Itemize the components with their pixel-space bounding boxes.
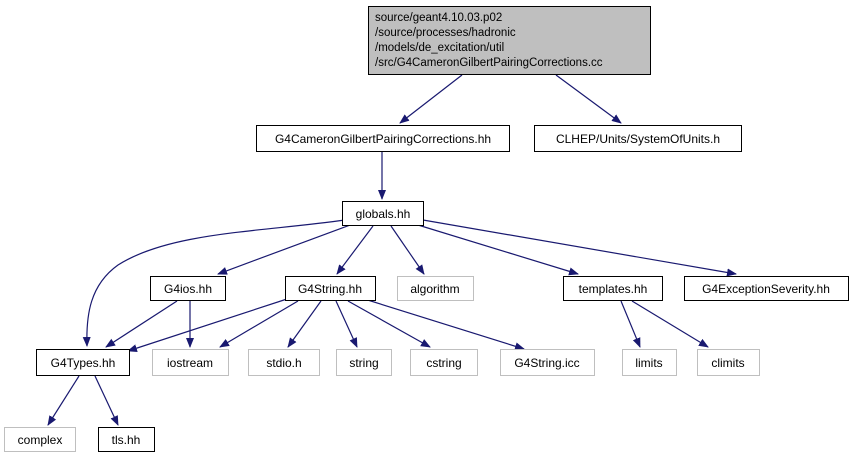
edge-g4string-to-stdio — [287, 300, 322, 348]
edge-g4string-to-iostream — [219, 300, 299, 348]
node-g4ios-hh-label: G4ios.hh — [164, 282, 212, 296]
node-g4types-hh-label: G4Types.hh — [51, 356, 116, 370]
edge-globals-to-algorithm — [390, 225, 425, 275]
node-stdio-h-label: stdio.h — [266, 356, 301, 370]
node-climits-label: climits — [711, 356, 744, 370]
node-pairing-hh-label: G4CameronGilbertPairingCorrections.hh — [275, 132, 491, 146]
edge-g4string-to-g4string-icc — [357, 296, 525, 351]
edge-globals-to-g4types — [82, 219, 346, 347]
node-limits: limits — [622, 349, 677, 376]
edge-g4ios-to-g4types — [105, 300, 178, 348]
edge-g4types-to-complex — [47, 375, 80, 426]
edge-globals-to-g4ios — [217, 224, 351, 275]
node-climits: climits — [697, 349, 760, 376]
node-cstring: cstring — [410, 349, 478, 376]
node-exception-severity-hh[interactable]: G4ExceptionSeverity.hh — [684, 276, 849, 301]
node-globals-hh[interactable]: globals.hh — [342, 201, 424, 226]
edge-g4types-to-tls — [94, 375, 119, 426]
edge-templates-to-climits — [631, 300, 709, 348]
node-root-source-file[interactable]: source/geant4.10.03.p02 /source/processe… — [368, 6, 651, 75]
node-root-box — [368, 6, 651, 75]
node-units-h-label: CLHEP/Units/SystemOfUnits.h — [556, 132, 720, 146]
edge-g4string-to-cstring — [347, 300, 431, 348]
node-iostream-label: iostream — [167, 356, 213, 370]
root-line-2: /source/processes/hadronic — [375, 27, 516, 39]
node-g4types-hh[interactable]: G4Types.hh — [36, 349, 130, 376]
edge-root-to-units-h — [555, 74, 622, 124]
edge-root-to-pairing-hh — [399, 74, 463, 124]
node-g4string-icc-label: G4String.icc — [514, 356, 579, 370]
node-complex-label: complex — [18, 433, 63, 447]
node-algorithm-label: algorithm — [410, 282, 459, 296]
root-line-3: /models/de_excitation/util — [375, 42, 504, 54]
node-limits-label: limits — [635, 356, 662, 370]
edge-globals-to-templates — [417, 224, 579, 276]
node-algorithm: algorithm — [397, 276, 474, 301]
node-complex: complex — [4, 427, 76, 452]
edge-g4string-to-string — [335, 300, 358, 348]
node-tls-hh[interactable]: tls.hh — [98, 427, 155, 452]
node-stdio-h: stdio.h — [248, 349, 320, 376]
root-line-1: source/geant4.10.03.p02 — [375, 12, 502, 24]
node-tls-hh-label: tls.hh — [112, 433, 141, 447]
node-pairing-hh[interactable]: G4CameronGilbertPairingCorrections.hh — [256, 125, 510, 152]
node-g4string-icc: G4String.icc — [500, 349, 595, 376]
edges — [47, 74, 737, 426]
edge-globals-to-g4string — [336, 225, 374, 275]
node-string: string — [336, 349, 392, 376]
node-exception-severity-hh-label: G4ExceptionSeverity.hh — [702, 282, 830, 296]
node-templates-hh[interactable]: templates.hh — [563, 276, 663, 301]
node-g4string-hh[interactable]: G4String.hh — [285, 276, 376, 301]
node-cstring-label: cstring — [426, 356, 461, 370]
edge-globals-to-exception — [422, 219, 737, 277]
edge-g4string-to-g4types — [127, 298, 288, 353]
root-line-4: /src/G4CameronGilbertPairingCorrections.… — [375, 57, 603, 69]
node-g4ios-hh[interactable]: G4ios.hh — [150, 276, 226, 301]
node-templates-hh-label: templates.hh — [579, 282, 648, 296]
node-units-h[interactable]: CLHEP/Units/SystemOfUnits.h — [534, 125, 742, 152]
node-globals-hh-label: globals.hh — [356, 207, 411, 221]
node-iostream: iostream — [152, 349, 229, 376]
node-g4string-hh-label: G4String.hh — [298, 282, 362, 296]
node-string-label: string — [349, 356, 378, 370]
edge-templates-to-limits — [620, 300, 641, 348]
